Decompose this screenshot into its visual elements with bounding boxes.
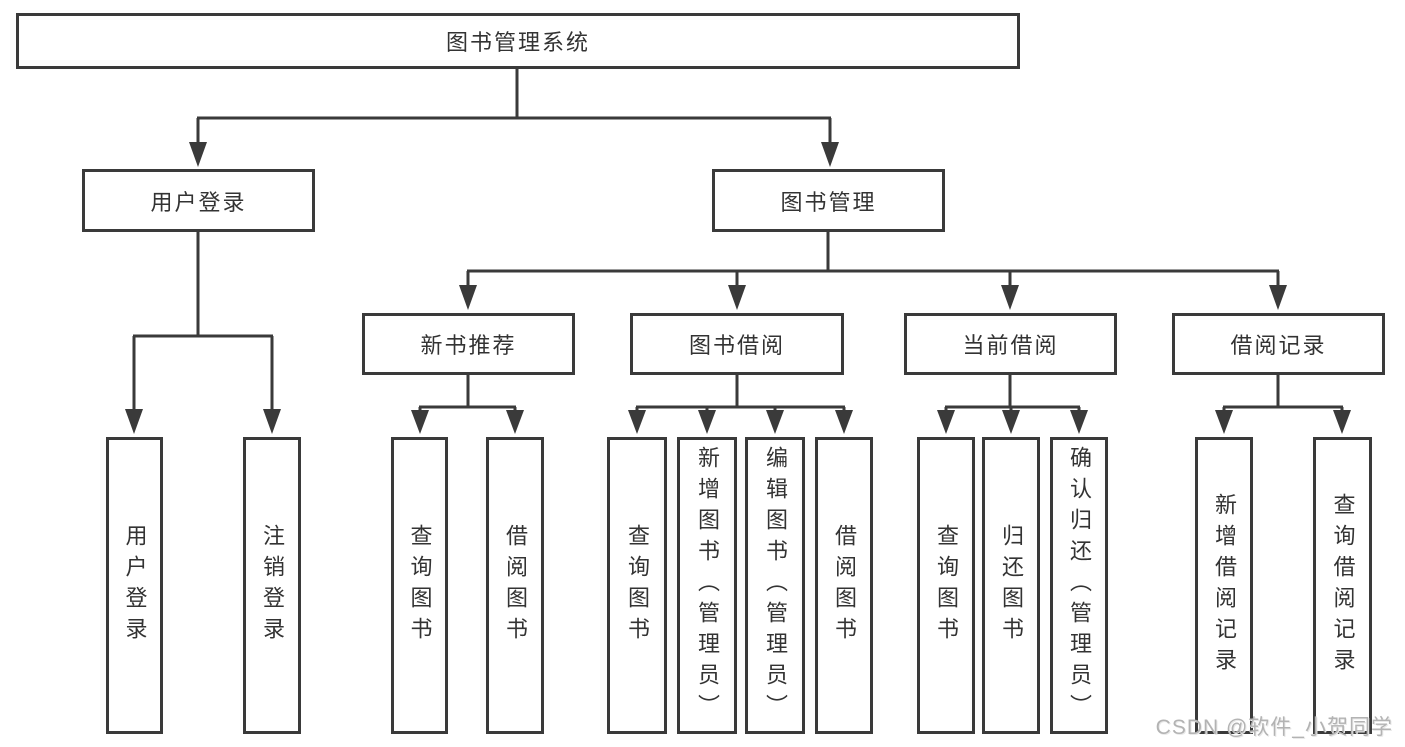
arrowheads	[125, 142, 1351, 434]
leaf-confirm-return-admin: 确认归还（管理员）	[1050, 437, 1108, 734]
node-root-system: 图书管理系统	[16, 13, 1020, 69]
edge-bookmgmt-to-level3	[466, 232, 1280, 285]
node-new-book-recommend: 新书推荐	[362, 313, 575, 375]
leaf-query-book-2: 查询图书	[607, 437, 667, 734]
leaf-add-book-admin: 新增图书（管理员）	[677, 437, 737, 734]
edge-borrowrecord-to-leaves	[1222, 375, 1344, 411]
leaf-add-borrow-record: 新增借阅记录	[1195, 437, 1253, 734]
leaf-borrow-book-1: 借阅图书	[486, 437, 544, 734]
node-book-management: 图书管理	[712, 169, 945, 232]
edge-userlogin-to-leaves	[132, 232, 274, 409]
node-borrow-record: 借阅记录	[1172, 313, 1385, 375]
edge-root-to-level2	[196, 69, 832, 142]
leaf-query-borrow-record: 查询借阅记录	[1313, 437, 1372, 734]
edge-bookborrow-to-leaves	[635, 375, 846, 411]
node-user-login: 用户登录	[82, 169, 315, 232]
csdn-watermark: CSDN @软件_小贺同学	[1155, 716, 1393, 739]
edge-currentborrow-to-leaves	[944, 375, 1081, 411]
leaf-borrow-book-2: 借阅图书	[815, 437, 873, 734]
edge-newbook-to-leaves	[418, 375, 517, 411]
leaf-user-login: 用户登录	[106, 437, 163, 734]
leaf-return-book: 归还图书	[982, 437, 1040, 734]
node-current-borrow: 当前借阅	[904, 313, 1117, 375]
leaf-logout: 注销登录	[243, 437, 301, 734]
leaf-query-book-1: 查询图书	[391, 437, 448, 734]
leaf-edit-book-admin: 编辑图书（管理员）	[745, 437, 805, 734]
leaf-query-book-3: 查询图书	[917, 437, 975, 734]
node-book-borrow: 图书借阅	[630, 313, 844, 375]
